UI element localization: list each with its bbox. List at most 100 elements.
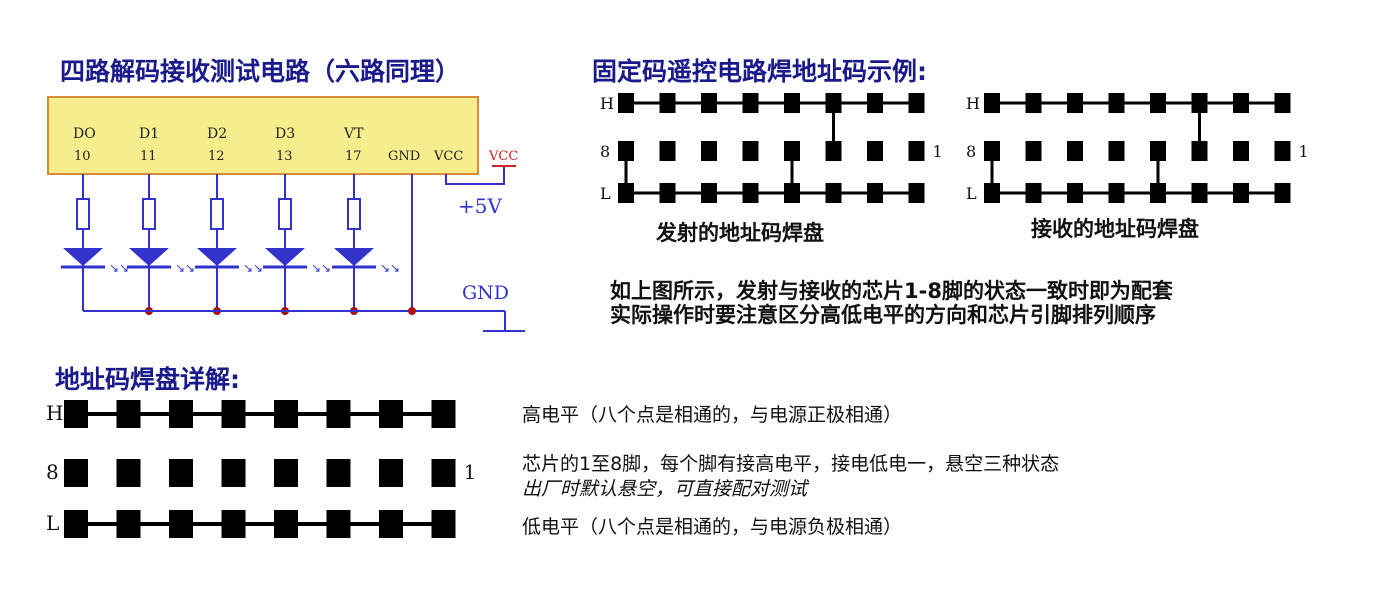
low-pad — [618, 183, 634, 203]
resistor — [210, 198, 224, 230]
high-pad — [274, 400, 298, 428]
low-pad — [431, 510, 456, 538]
pin-pad — [1274, 141, 1291, 161]
low-pad — [1025, 183, 1042, 203]
low-pad — [742, 183, 759, 203]
pin-pad — [379, 459, 403, 487]
pin-name: D2 — [207, 126, 227, 142]
high-pad — [1191, 93, 1208, 113]
high-pad — [116, 400, 141, 428]
pin-pad — [825, 141, 842, 161]
high-pad — [379, 400, 403, 428]
low-row-label: L — [966, 184, 977, 203]
receiver-caption: 接收的地址码焊盘 — [1031, 217, 1199, 241]
pins-description: 芯片的1至8脚，每个脚有接高电平，接电低电一，悬空三种状态 — [522, 453, 1059, 475]
high-pad — [64, 400, 88, 428]
pin-pad — [784, 141, 800, 161]
high-pad — [1025, 93, 1042, 113]
pin-pad — [221, 459, 246, 487]
high-pad — [431, 400, 456, 428]
ground-label: GND — [462, 282, 509, 304]
note-line-2: 实际操作时要注意区分高低电平的方向和芯片引脚排列顺序 — [610, 303, 1156, 327]
low-pad — [825, 183, 842, 203]
pin-pad — [326, 459, 351, 487]
pin-number: 17 — [345, 149, 362, 164]
low-pad — [326, 510, 351, 538]
pin-pad — [908, 141, 925, 161]
pin-name: DO — [73, 126, 96, 142]
vcc-symbol-label: VCC — [488, 149, 518, 164]
pin-pad — [742, 141, 759, 161]
high-pad — [908, 93, 925, 113]
high-pad — [221, 400, 246, 428]
led-diode — [129, 248, 169, 266]
low-pad — [908, 183, 925, 203]
pin-pad — [1067, 141, 1083, 161]
pin-pad — [659, 141, 676, 161]
low-row-label: L — [600, 184, 611, 203]
pin-name: VT — [343, 126, 364, 142]
low-description: 低电平（八个点是相通的，与电源负极相通） — [522, 516, 902, 538]
low-pad — [984, 183, 1000, 203]
note-line-1: 如上图所示，发射与接收的芯片1-8脚的状态一致时即为配套 — [610, 279, 1173, 303]
pin-pad — [618, 141, 634, 161]
high-pad — [1274, 93, 1291, 113]
pin-pad — [116, 459, 141, 487]
high-row-label: H — [46, 401, 63, 425]
pin-number: 11 — [140, 149, 157, 164]
low-pad — [1150, 183, 1166, 203]
low-pad — [1108, 183, 1125, 203]
low-pad — [274, 510, 298, 538]
low-pad — [379, 510, 403, 538]
low-pad — [221, 510, 246, 538]
low-pad — [784, 183, 800, 203]
pin-name: D3 — [275, 126, 295, 142]
high-pad — [867, 93, 883, 113]
low-pad — [867, 183, 883, 203]
low-pad — [659, 183, 676, 203]
pin-name: D1 — [139, 126, 159, 142]
light-emission-icon: ↘↘ — [243, 261, 263, 275]
low-pad — [64, 510, 88, 538]
high-pad — [1233, 93, 1249, 113]
high-pad — [984, 93, 1000, 113]
resistor — [142, 198, 156, 230]
high-pad — [1150, 93, 1166, 113]
pin-pad — [1108, 141, 1125, 161]
pin-row-label: 8 — [966, 142, 976, 161]
ground-wire — [83, 174, 525, 332]
pin-pad — [984, 141, 1000, 161]
example-title: 固定码遥控电路焊地址码示例: — [592, 57, 927, 86]
light-emission-icon: ↘↘ — [109, 261, 129, 275]
vcc-wire — [445, 165, 516, 185]
decoder-chip — [47, 96, 479, 175]
high-pad — [1108, 93, 1125, 113]
led-diode — [63, 248, 103, 266]
low-pad — [169, 510, 193, 538]
light-emission-icon: ↘↘ — [311, 261, 331, 275]
pin-one-label: 1 — [464, 460, 477, 484]
high-description: 高电平（八个点是相通的，与电源正极相通） — [522, 404, 902, 426]
chip-gnd-pin: GND — [388, 149, 420, 164]
low-row-label: L — [46, 511, 59, 535]
pin-pad — [867, 141, 883, 161]
pin-number: 12 — [208, 149, 225, 164]
led-diode — [197, 248, 237, 266]
pins-description-2: 出厂时默认悬空，可直接配对测试 — [522, 478, 810, 500]
low-pad — [116, 510, 141, 538]
pin-number: 10 — [74, 149, 91, 164]
pin-row-label: 8 — [600, 142, 610, 161]
transmitter-caption: 发射的地址码焊盘 — [655, 221, 824, 245]
pin-pad — [64, 459, 88, 487]
pin-one-label: 1 — [1299, 142, 1309, 161]
high-pad — [618, 93, 634, 113]
high-pad — [169, 400, 193, 428]
high-pad — [742, 93, 759, 113]
resistor — [347, 198, 361, 230]
